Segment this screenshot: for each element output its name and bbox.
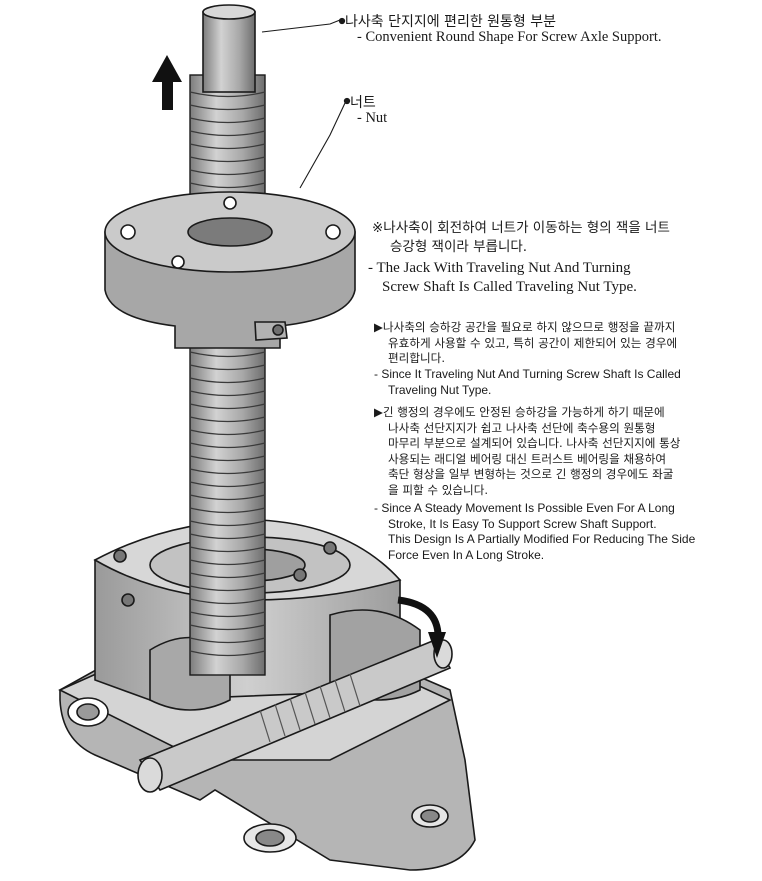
thread-ridge	[189, 520, 266, 527]
thread-ridge	[189, 624, 266, 631]
callout-leaders	[261, 17, 351, 189]
thread-ridge	[189, 429, 266, 436]
thread-ridge	[189, 351, 266, 358]
screw-threads	[189, 91, 266, 657]
bullet2-ko-line-1: ▶긴 행정의 경우에도 안정된 승하강을 가능하게 하기 때문에	[374, 405, 665, 419]
note-ko-line-1: ※나사축이 회전하여 너트가 이동하는 형의 잭을 너트	[372, 220, 670, 236]
bullet1-ko: ▶나사축의 승하강 공간을 필요로 하지 않으므로 행정을 끝까지 유효하게 사…	[374, 320, 677, 367]
rotation-arrow-icon	[397, 596, 446, 658]
bullet1-ko-line-1: ▶나사축의 승하강 공간을 필요로 하지 않으므로 행정을 끝까지	[374, 320, 676, 334]
thread-ridge	[189, 572, 266, 579]
thread-ridge	[189, 546, 266, 553]
thread-ridge	[189, 598, 266, 605]
thread-ridge	[189, 91, 266, 98]
note-en: - The Jack With Traveling Nut And Turnin…	[368, 259, 637, 297]
arrow-up-icon	[152, 55, 182, 110]
bullet1-en-line-1: - Since It Traveling Nut And Turning Scr…	[374, 367, 681, 381]
thread-ridge	[189, 390, 266, 397]
thread-ridge	[189, 169, 266, 176]
callout-nut-en: - Nut	[357, 110, 388, 126]
thread-ridge	[189, 637, 266, 644]
bullet1-ko-line-2: 유효하게 사용할 수 있고, 특히 공간이 제한되어 있는 경우에	[388, 335, 678, 350]
bullet2-en-line-3: This Design Is A Partially Modified For …	[388, 532, 696, 546]
bullet2-en-line-2: Stroke, It Is Easy To Support Screw Shaf…	[388, 516, 657, 531]
thread-ridge	[189, 611, 266, 618]
note-en-line-1: - The Jack With Traveling Nut And Turnin…	[368, 260, 631, 276]
jack-base	[58, 519, 476, 871]
thread-ridge	[189, 377, 266, 384]
thread-ridge	[189, 130, 266, 137]
bullet2-ko: ▶긴 행정의 경우에도 안정된 승하강을 가능하게 하기 때문에 나사축 선단지…	[374, 405, 680, 498]
thread-ridge	[189, 143, 266, 150]
thread-ridge	[189, 416, 266, 423]
bullet2-ko-line-5: 축단 형상을 일부 변형하는 것으로 긴 행정의 경우에도 좌굴	[388, 467, 674, 481]
thread-ridge	[189, 481, 266, 488]
bullet1-en: - Since It Traveling Nut And Turning Scr…	[374, 367, 681, 398]
thread-ridge	[189, 156, 266, 163]
thread-ridge	[189, 507, 266, 514]
thread-ridge	[189, 533, 266, 540]
note-ko: ※나사축이 회전하여 너트가 이동하는 형의 잭을 너트 승강형 잭이라 부릅니…	[372, 219, 670, 257]
screw-shaft	[189, 74, 266, 676]
thread-ridge	[189, 364, 266, 371]
thread-ridge	[189, 650, 266, 657]
note-ko-line-2: 승강형 잭이라 부릅니다.	[390, 239, 528, 255]
thread-ridge	[189, 455, 266, 462]
thread-ridge	[189, 494, 266, 501]
bullet2-en-line-4: Force Even In A Long Stroke.	[388, 547, 545, 562]
thread-ridge	[189, 442, 266, 449]
thread-ridge	[189, 559, 266, 566]
bullet2-ko-line-6: 을 피할 수 있습니다.	[388, 482, 489, 497]
callout-nut-ko: 너트	[350, 95, 376, 111]
bullet2-ko-line-2: 나사축 선단지지가 쉽고 나사축 선단에 축수용의 원통형	[388, 420, 656, 435]
thread-ridge	[189, 104, 266, 111]
thread-ridge	[189, 585, 266, 592]
note-en-line-2: Screw Shaft Is Called Traveling Nut Type…	[382, 279, 637, 295]
bullet2-en: - Since A Steady Movement Is Possible Ev…	[374, 501, 695, 563]
callout-round-en: - Convenient Round Shape For Screw Axle …	[357, 29, 662, 45]
bullet1-ko-line-3: 편리합니다.	[388, 351, 446, 365]
bullet2-ko-line-4: 사용되는 래디얼 베어링 대신 트러스트 베어링을 채용하여	[388, 451, 667, 466]
thread-ridge	[189, 117, 266, 124]
callout-round-ko: 나사축 단지지에 편리한 원통형 부분	[345, 14, 556, 30]
thread-ridge	[189, 403, 266, 410]
thread-ridge	[189, 468, 266, 475]
bullet2-ko-line-3: 마무리 부분으로 설계되어 있습니다. 나사축 선단지지에 통상	[388, 436, 681, 450]
traveling-nut	[104, 191, 356, 349]
bullet1-en-line-2: Traveling Nut Type.	[388, 382, 492, 397]
bullet2-en-line-1: - Since A Steady Movement Is Possible Ev…	[374, 501, 675, 515]
round-shaft-end	[202, 4, 256, 93]
thread-ridge	[189, 182, 266, 189]
